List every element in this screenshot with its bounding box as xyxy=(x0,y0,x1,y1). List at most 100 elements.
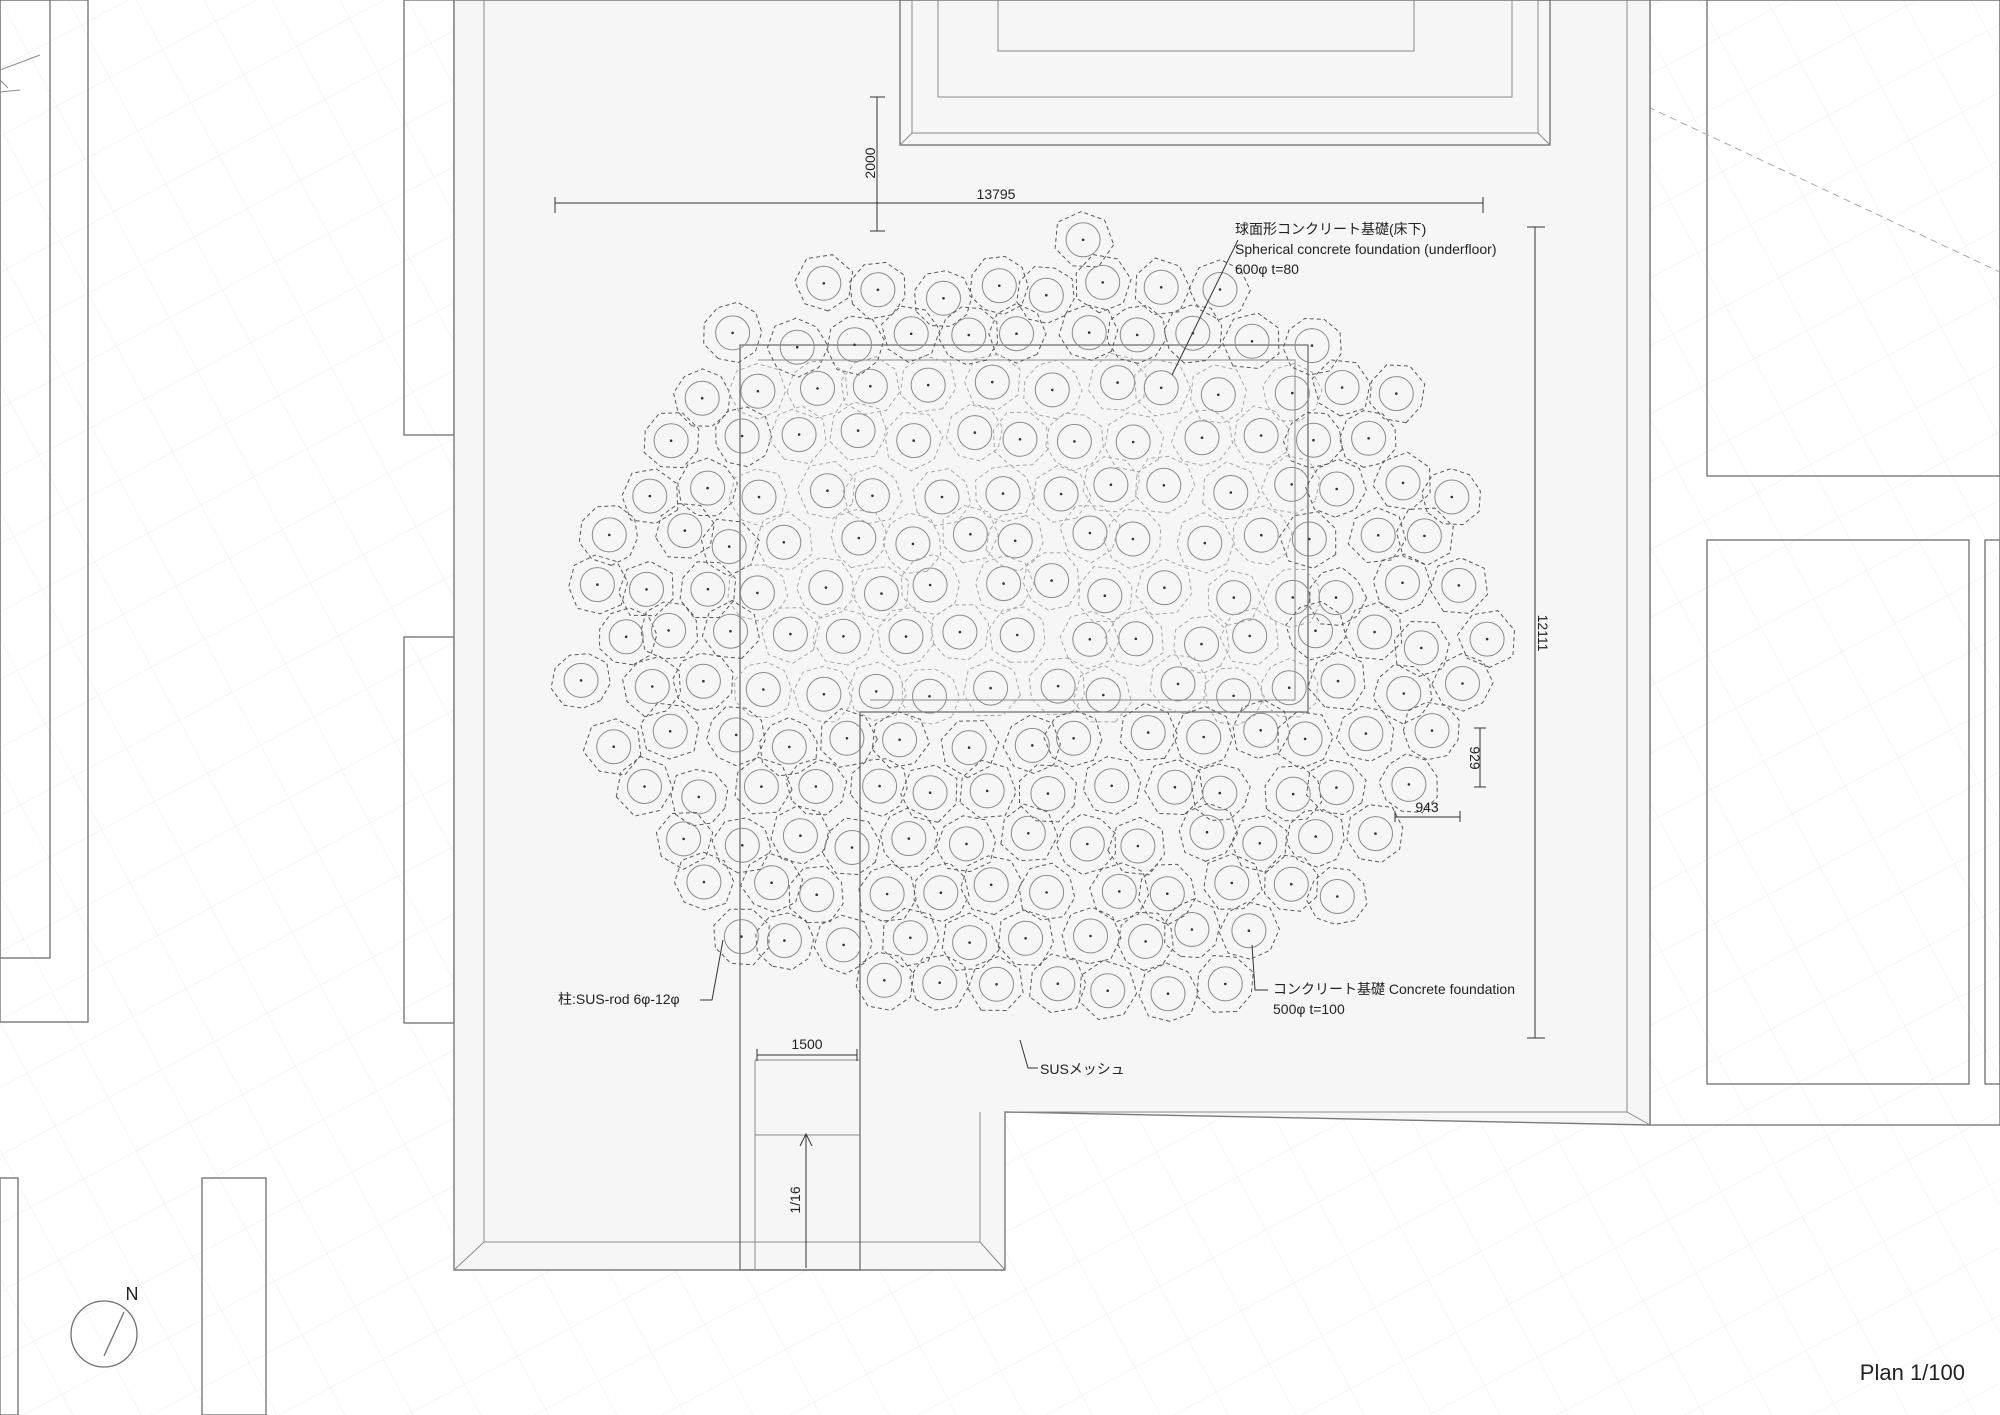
column-point xyxy=(706,587,710,591)
foundation-ring xyxy=(718,717,754,753)
column-point xyxy=(869,384,872,388)
plan-title: Plan 1/100 xyxy=(1860,1360,1965,1385)
foundation-ring xyxy=(1351,420,1387,456)
foundation-outline xyxy=(770,805,831,865)
foundation-ring xyxy=(798,769,834,804)
column-point xyxy=(740,935,743,938)
foundation-ring xyxy=(922,965,958,1001)
column-point xyxy=(1250,340,1254,343)
foundation-outline xyxy=(1307,651,1366,710)
foundation-ring xyxy=(1207,966,1243,1002)
foundation-outline xyxy=(1173,615,1230,675)
foundation-ring xyxy=(724,418,760,454)
column-point xyxy=(1051,388,1054,392)
foundation-ring xyxy=(985,476,1021,512)
foundation-ring xyxy=(1213,475,1249,510)
column-point xyxy=(1291,792,1295,796)
column-point xyxy=(1232,596,1236,599)
foundation-outline xyxy=(1176,512,1235,574)
foundation-outline xyxy=(1372,451,1431,511)
foundation-ring xyxy=(974,364,1010,400)
foundation-outline xyxy=(988,302,1047,364)
column-point xyxy=(1050,579,1053,582)
foundation-ring xyxy=(1008,920,1044,956)
foundation-ring xyxy=(1184,420,1220,456)
column-point xyxy=(1056,684,1060,688)
foundation-outline xyxy=(1456,610,1516,668)
column-point xyxy=(885,892,889,896)
foundation-outline xyxy=(855,951,915,1011)
foundation-outline xyxy=(882,907,940,968)
foundation-ring xyxy=(1385,565,1420,601)
foundation-outline xyxy=(1282,411,1343,469)
dim-setback: 2000 xyxy=(862,147,878,178)
foundation-outline xyxy=(1196,954,1254,1013)
foundation-ring xyxy=(596,729,632,765)
foundation-outline xyxy=(1107,816,1166,876)
foundation-ring xyxy=(949,826,984,862)
foundation-ring xyxy=(834,830,870,865)
spherical-foundation-spec: 600φ t=80 xyxy=(1235,261,1299,277)
column-point xyxy=(1146,731,1150,734)
column-point xyxy=(1376,534,1380,537)
foundation-ring xyxy=(591,517,627,553)
foundation-ring xyxy=(1319,471,1355,507)
column-point xyxy=(1291,596,1295,599)
foundation-ring xyxy=(840,413,876,449)
column-point xyxy=(1420,646,1423,650)
foundation-outline xyxy=(1230,815,1288,873)
foundation-outline xyxy=(1054,211,1115,268)
foundation-ring xyxy=(1234,323,1270,359)
column-point xyxy=(857,536,861,540)
foundation-outline xyxy=(1286,809,1345,868)
spherical-foundation-label-jp: 球面形コンクリート基礎(床下) xyxy=(1235,221,1426,237)
foundation-outline xyxy=(1429,557,1489,614)
foundation-outline xyxy=(1134,257,1191,316)
foundation-outline xyxy=(677,457,738,517)
foundation-ring xyxy=(910,367,946,403)
foundation-outline xyxy=(1282,317,1342,376)
column-point xyxy=(1166,992,1170,995)
foundation-ring xyxy=(627,769,662,804)
foundation-outline xyxy=(1134,455,1196,514)
foundation-outline xyxy=(1369,364,1426,424)
foundation-outline xyxy=(959,759,1017,819)
foundation-outline xyxy=(1022,552,1080,611)
foundation-outline xyxy=(740,852,804,913)
column-point xyxy=(1118,890,1121,893)
foundation-outline xyxy=(1262,362,1323,422)
foundation-ring xyxy=(1414,713,1450,749)
column-point xyxy=(853,343,856,347)
north-arrow: N xyxy=(70,1284,139,1368)
foundation-ring xyxy=(1085,264,1121,300)
column-point xyxy=(1312,438,1315,442)
column-point xyxy=(926,383,930,387)
column-point xyxy=(762,688,765,691)
foundation-outline xyxy=(1000,803,1059,862)
foundation-outline xyxy=(1395,507,1454,566)
column-point xyxy=(1013,539,1017,543)
foundation-outline xyxy=(1104,608,1164,667)
foundation-ring xyxy=(1010,815,1046,851)
column-point xyxy=(814,785,818,788)
foundation-outline xyxy=(1104,412,1165,473)
column-point xyxy=(1018,438,1022,441)
foundation-outline xyxy=(1163,304,1223,364)
foundation-outline xyxy=(1164,898,1221,959)
foundation-outline xyxy=(1191,763,1251,822)
dim-unit-width: 943 xyxy=(1415,799,1439,815)
foundation-ring xyxy=(896,423,932,459)
column-point xyxy=(1200,436,1204,440)
foundation-ring xyxy=(1202,272,1238,307)
foundation-outline xyxy=(728,468,788,528)
column-point xyxy=(797,433,801,436)
column-point xyxy=(1230,881,1234,885)
foundation-ring xyxy=(608,619,644,655)
column-point xyxy=(1045,293,1048,297)
foundation-outline xyxy=(1309,566,1368,626)
foundation-ring xyxy=(1094,768,1130,804)
foundation-ring xyxy=(1243,418,1279,453)
column-point xyxy=(799,834,802,837)
foundation-outline xyxy=(967,955,1024,1012)
foundation-outline xyxy=(1106,304,1167,364)
